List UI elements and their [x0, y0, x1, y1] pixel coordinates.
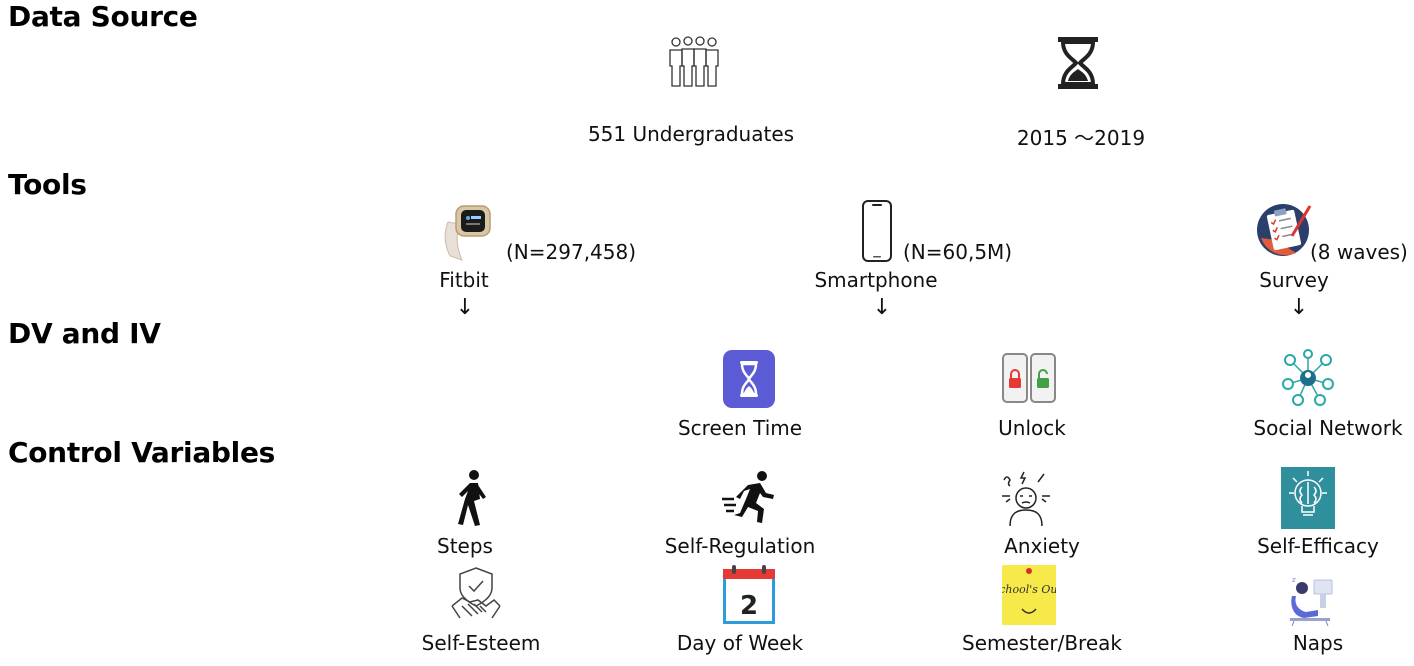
section-heading-control-variables: Control Variables — [8, 436, 276, 469]
running-person-icon — [720, 469, 778, 527]
screen-time-label: Screen Time — [677, 416, 803, 440]
hourglass-icon — [1056, 35, 1100, 91]
people-group-icon — [668, 34, 720, 90]
unlock-label: Unlock — [998, 416, 1066, 440]
day-of-week-label: Day of Week — [676, 631, 804, 655]
participants-label: 551 Undergraduates — [587, 122, 795, 146]
self-efficacy-label: Self-Efficacy — [1257, 534, 1379, 558]
section-heading-dv-iv: DV and IV — [8, 317, 161, 350]
smartphone-icon — [861, 200, 893, 262]
semester-break-label: Semester/Break — [962, 631, 1122, 655]
social-network-icon — [1280, 348, 1336, 408]
anxiety-person-icon — [1000, 470, 1052, 526]
fitbit-label: Fitbit — [439, 268, 489, 292]
survey-clipboard-icon — [1256, 200, 1314, 260]
smartphone-label: Smartphone — [814, 268, 938, 292]
calendar-icon: 2 — [722, 565, 776, 625]
handshake-shield-icon — [450, 566, 502, 624]
napping-person-icon: z — [1284, 574, 1336, 626]
svg-text:z: z — [1292, 576, 1296, 584]
smartphone-down-arrow: ↓ — [872, 295, 892, 320]
smartphone-count: (N=60,5M) — [903, 240, 1013, 264]
survey-label: Survey — [1259, 268, 1329, 292]
brain-lightbulb-icon — [1281, 467, 1335, 529]
screen-time-icon — [722, 349, 776, 409]
self-regulation-label: Self-Regulation — [664, 534, 816, 558]
section-heading-tools: Tools — [8, 168, 87, 201]
section-heading-data-source: Data Source — [8, 0, 198, 33]
fitbit-down-arrow: ↓ — [455, 295, 475, 320]
unlock-phones-icon — [1001, 352, 1057, 404]
social-network-label: Social Network — [1253, 416, 1403, 440]
walking-person-icon — [454, 469, 490, 527]
school-out-note-icon: School's Out! — [1002, 565, 1056, 625]
calendar-day-number: 2 — [740, 591, 758, 621]
school-note-text: School's Out! — [1002, 583, 1056, 596]
self-esteem-label: Self-Esteem — [421, 631, 541, 655]
fitbit-count: (N=297,458) — [506, 240, 637, 264]
period-label: 2015 ～2019 — [1016, 126, 1146, 150]
fitbit-icon — [438, 202, 494, 264]
survey-count: (8 waves) — [1310, 240, 1408, 264]
survey-down-arrow: ↓ — [1289, 295, 1309, 320]
steps-label: Steps — [437, 534, 493, 558]
anxiety-label: Anxiety — [1004, 534, 1080, 558]
naps-label: Naps — [1292, 631, 1344, 655]
